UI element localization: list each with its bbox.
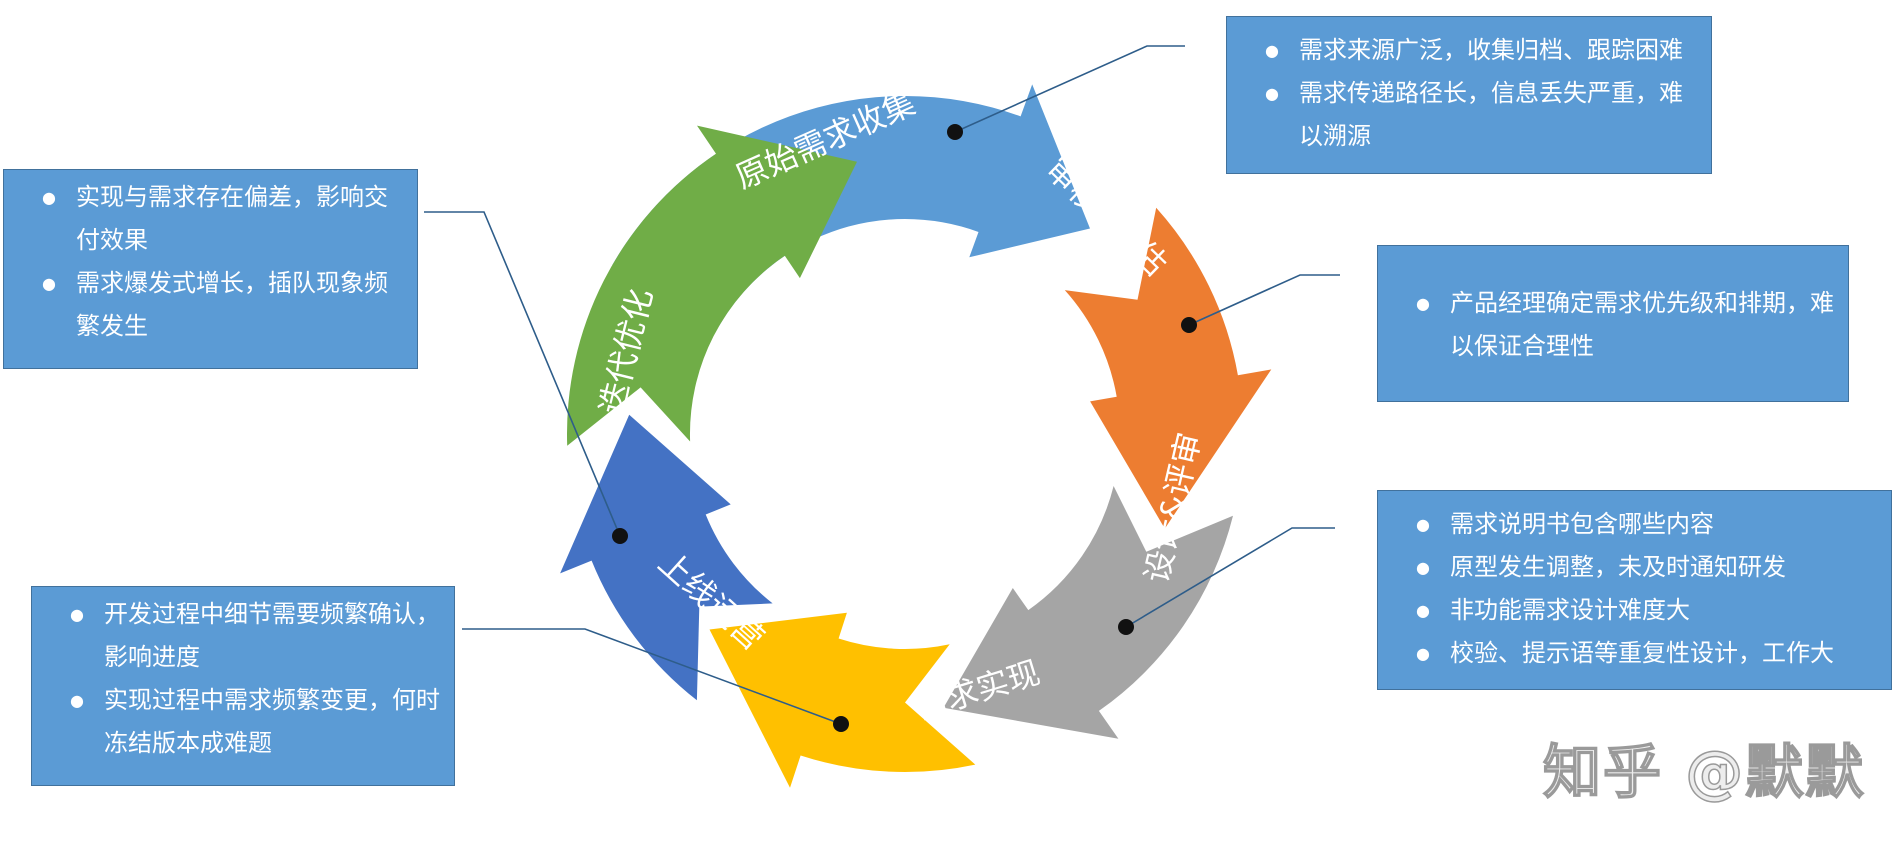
callout-collect: ●需求来源广泛，收集归档、跟踪困难 ●需求传递路径长，信息丢失严重，难以溯源 <box>1226 16 1712 174</box>
connector-line-iterate <box>424 211 621 537</box>
callout-item: ●需求传递路径长，信息丢失严重，难以溯源 <box>1257 72 1697 158</box>
bullet-icon: ● <box>70 605 84 624</box>
connector-dot-review <box>1181 317 1197 333</box>
bullet-icon: ● <box>1416 644 1430 663</box>
connector-dot-launch <box>833 716 849 732</box>
callout-item: ●开发过程中细节需要频繁确认，影响进度 <box>62 593 440 679</box>
connector-line-collect <box>954 45 1185 133</box>
connector-dot-collect <box>947 124 963 140</box>
bullet-icon: ● <box>1265 84 1279 103</box>
callout-connectors <box>424 45 1340 732</box>
callout-review: ●产品经理确定需求优先级和排期，难以保证合理性 <box>1377 245 1849 402</box>
cycle-arrows <box>560 84 1272 788</box>
bullet-icon: ● <box>1416 601 1430 620</box>
arrow-review <box>1064 207 1272 529</box>
bullet-icon: ● <box>42 188 56 207</box>
connector-dot-design <box>1118 619 1134 635</box>
bullet-icon: ● <box>42 274 56 293</box>
callout-item: ●实现过程中需求频繁变更，何时冻结版本成难题 <box>62 679 440 765</box>
bullet-icon: ● <box>70 691 84 710</box>
callout-iterate: ●实现与需求存在偏差，影响交付效果 ●需求爆发式增长，插队现象频繁发生 <box>3 169 418 369</box>
watermark: 知乎 @默默 <box>1542 737 1866 807</box>
callout-launch: ●开发过程中细节需要频繁确认，影响进度 ●实现过程中需求频繁变更，何时冻结版本成… <box>31 586 455 786</box>
arrow-iterate <box>566 125 857 446</box>
connector-dot-iterate <box>612 528 628 544</box>
bullet-icon: ● <box>1416 294 1430 313</box>
connector-line-design <box>1125 527 1335 628</box>
callout-item: ●原型发生调整，未及时通知研发 <box>1408 546 1877 589</box>
arrow-launch <box>560 414 773 701</box>
arrow-implement <box>709 612 976 788</box>
connector-line-launch <box>462 628 842 725</box>
callout-design: ●需求说明书包含哪些内容 ●原型发生调整，未及时通知研发 ●非功能需求设计难度大… <box>1377 490 1892 690</box>
callout-item: ●需求说明书包含哪些内容 <box>1408 503 1877 546</box>
callout-item: ●产品经理确定需求优先级和排期，难以保证合理性 <box>1408 282 1834 368</box>
arrow-design <box>943 486 1233 739</box>
bullet-icon: ● <box>1416 515 1430 534</box>
callout-item: ●需求来源广泛，收集归档、跟踪困难 <box>1257 29 1697 72</box>
bullet-icon: ● <box>1416 558 1430 577</box>
bullet-icon: ● <box>1265 41 1279 60</box>
callout-item: ●需求爆发式增长，插队现象频繁发生 <box>34 262 403 348</box>
callout-item: ●校验、提示语等重复性设计，工作大 <box>1408 632 1877 675</box>
connector-line-review <box>1188 274 1340 326</box>
callout-item: ●非功能需求设计难度大 <box>1408 589 1877 632</box>
callout-item: ●实现与需求存在偏差，影响交付效果 <box>34 176 403 262</box>
